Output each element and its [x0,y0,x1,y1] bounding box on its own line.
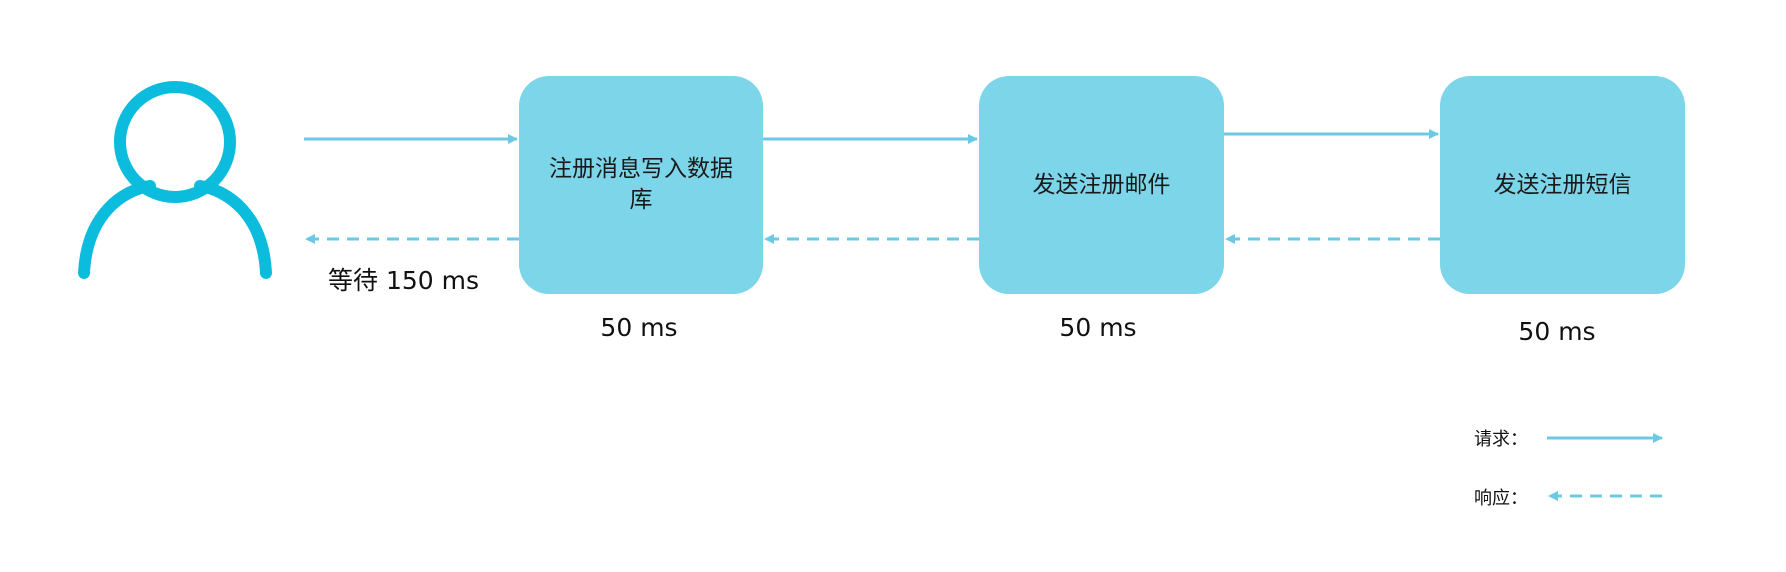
legend-response-label: 响应： [1474,488,1528,509]
step-time-write-db: 50 ms [600,313,678,342]
user-icon [78,81,272,279]
step-label-send-email: 发送注册邮件 [1032,171,1171,198]
step-box-send-email: 发送注册邮件 [979,76,1224,294]
step-box-send-sms: 发送注册短信 [1440,76,1685,294]
step-box-write-db: 注册消息写入数据库 [519,76,763,294]
legend-request-label: 请求： [1474,429,1528,450]
wait-time-label: 等待 150 ms [328,266,479,295]
step-label-write-db: 注册消息写入数据库 [549,156,733,213]
step-label-send-sms: 发送注册短信 [1493,171,1632,198]
step-time-send-email: 50 ms [1059,313,1137,342]
step-time-send-sms: 50 ms [1518,317,1596,346]
